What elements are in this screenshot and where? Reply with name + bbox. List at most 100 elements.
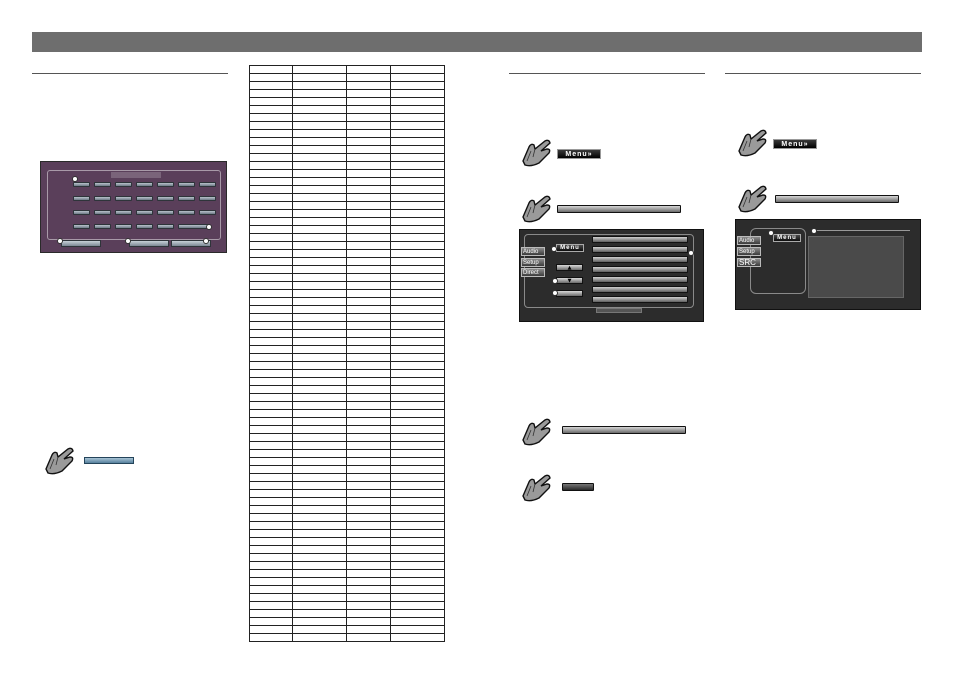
keypad-key[interactable]	[157, 182, 174, 187]
screen-divider	[812, 230, 910, 231]
source-item-button[interactable]	[775, 195, 899, 203]
table-cell	[249, 425, 293, 434]
screen-info-panel	[808, 236, 904, 298]
keypad-key[interactable]	[94, 224, 111, 229]
table-cell	[292, 505, 347, 514]
table-cell	[390, 465, 445, 474]
table-cell	[292, 561, 347, 570]
table-cell	[249, 593, 293, 602]
table-row	[249, 577, 445, 586]
keypad-key[interactable]	[94, 210, 111, 215]
keypad-key[interactable]	[94, 182, 111, 187]
menu-button[interactable]: Menu»	[557, 149, 601, 159]
table-cell	[390, 489, 445, 498]
confirm-button[interactable]	[84, 457, 134, 464]
keypad-key[interactable]	[199, 210, 216, 215]
setup-item-button[interactable]	[557, 205, 681, 213]
table-cell	[249, 193, 293, 202]
keypad-key[interactable]	[157, 210, 174, 215]
hand-touch-icon	[522, 474, 551, 502]
table-cell	[390, 513, 445, 522]
scroll-down-button[interactable]: ▼	[556, 277, 583, 284]
keypad-key[interactable]	[136, 196, 153, 201]
table-row	[249, 529, 445, 538]
tab-audio[interactable]: Audio	[521, 247, 545, 256]
keypad-key[interactable]	[178, 210, 195, 215]
setup-list-item[interactable]	[592, 296, 688, 303]
keypad-key[interactable]	[115, 210, 132, 215]
small-action-button[interactable]	[562, 483, 594, 491]
tab-src[interactable]: SRC	[737, 258, 761, 267]
table-cell	[346, 233, 391, 242]
keypad-key[interactable]	[178, 196, 195, 201]
hand-touch-icon	[45, 447, 74, 475]
keypad-key[interactable]	[115, 196, 132, 201]
tab-setup[interactable]: Setup	[521, 258, 545, 267]
return-button[interactable]	[556, 290, 583, 297]
menu-button[interactable]: Menu»	[773, 139, 817, 149]
setup-list-item[interactable]	[592, 266, 688, 273]
keypad-key[interactable]	[73, 210, 90, 215]
keypad-key[interactable]	[199, 182, 216, 187]
tab-setup[interactable]: Setup	[737, 247, 761, 256]
keypad-key[interactable]	[178, 182, 195, 187]
table-cell	[346, 177, 391, 186]
table-row	[249, 425, 445, 434]
keypad-key[interactable]	[73, 196, 90, 201]
keypad-key[interactable]	[115, 182, 132, 187]
keypad-key[interactable]	[94, 196, 111, 201]
tab-audio[interactable]: Audio	[737, 236, 761, 245]
table-cell	[346, 257, 391, 266]
table-cell	[249, 489, 293, 498]
keypad-key[interactable]	[73, 182, 90, 187]
keypad-key[interactable]	[157, 196, 174, 201]
table-cell	[292, 601, 347, 610]
tab-direct[interactable]: Direct	[521, 268, 545, 277]
callout-marker	[72, 176, 78, 182]
setting-item-button[interactable]	[562, 426, 686, 434]
table-cell	[249, 513, 293, 522]
hand-touch-icon	[738, 185, 767, 213]
table-row	[249, 297, 445, 306]
table-cell	[249, 569, 293, 578]
table-cell	[249, 249, 293, 258]
table-cell	[292, 185, 347, 194]
keypad-bottom-button-1[interactable]	[61, 240, 101, 247]
keypad-key[interactable]	[136, 224, 153, 229]
table-cell	[346, 321, 391, 330]
keypad-key[interactable]	[73, 224, 90, 229]
table-cell	[292, 553, 347, 562]
setup-list-item[interactable]	[592, 276, 688, 283]
table-cell	[346, 65, 391, 74]
screen-menu-button[interactable]: Menu	[773, 234, 801, 242]
setup-list-item[interactable]	[592, 246, 688, 253]
table-cell	[390, 265, 445, 274]
setup-list-item[interactable]	[592, 256, 688, 263]
table-cell	[292, 633, 347, 642]
table-cell	[390, 481, 445, 490]
up-arrow-icon: ▲	[567, 264, 572, 271]
screen-menu-button[interactable]: Menu	[556, 244, 584, 252]
keypad-key[interactable]	[136, 210, 153, 215]
table-cell	[292, 625, 347, 634]
setup-list-item[interactable]	[592, 286, 688, 293]
table-cell	[390, 625, 445, 634]
scroll-up-button[interactable]: ▲	[556, 264, 583, 271]
keypad-display	[111, 172, 161, 178]
keypad-key[interactable]	[199, 196, 216, 201]
keypad-key[interactable]	[136, 182, 153, 187]
keypad-key[interactable]	[157, 224, 174, 229]
table-cell	[346, 137, 391, 146]
keypad-key[interactable]	[115, 224, 132, 229]
table-row	[249, 153, 445, 162]
table-cell	[346, 465, 391, 474]
table-cell	[390, 329, 445, 338]
table-cell	[249, 289, 293, 298]
keypad-bottom-button-2[interactable]	[129, 240, 169, 247]
keypad-bottom-button-3[interactable]	[171, 240, 211, 247]
reference-table	[249, 65, 445, 642]
table-cell	[390, 401, 445, 410]
table-cell	[292, 137, 347, 146]
setup-list-item[interactable]	[592, 236, 688, 243]
table-cell	[346, 297, 391, 306]
